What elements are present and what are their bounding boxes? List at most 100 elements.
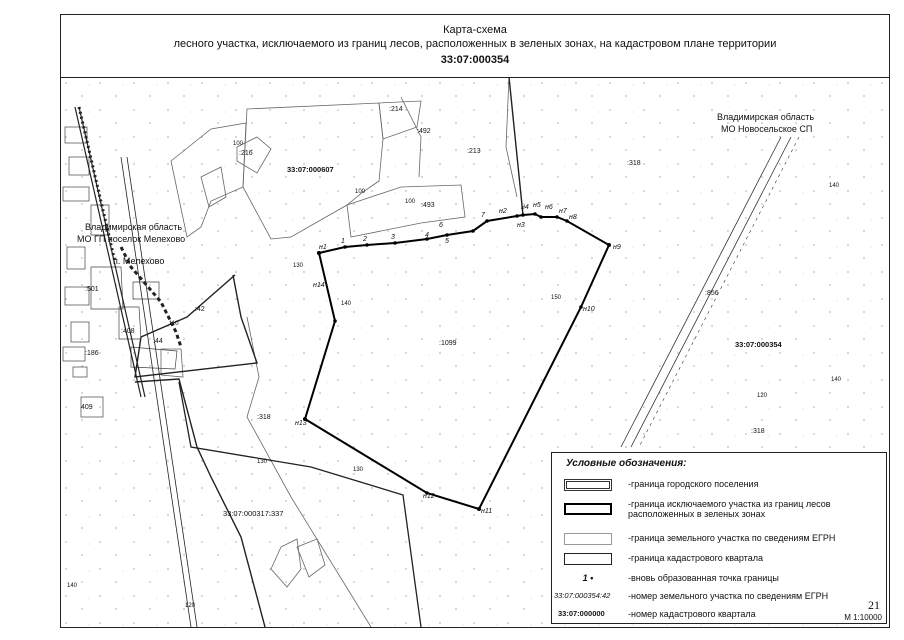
parcel-label: :318 — [627, 160, 641, 167]
quarter-label: 33:07:000607 — [287, 165, 334, 174]
point-label: н14 — [313, 282, 325, 289]
legend-label: -граница кадастрового квартала — [628, 553, 763, 563]
region-label: Владимирская область — [85, 222, 182, 232]
boundary-points — [303, 212, 611, 511]
region-label: Владимирская область — [717, 112, 814, 122]
point-label: н4 — [521, 204, 529, 211]
point-label: н9 — [613, 244, 621, 251]
forest-number: 100 — [233, 141, 244, 147]
parcel-label: :214 — [389, 106, 403, 113]
parcel-label: 409 — [81, 404, 93, 411]
point-label: н6 — [545, 204, 553, 211]
point-symbol: 1 • — [582, 573, 594, 583]
forest-number: 130 — [353, 467, 364, 473]
point-label: н3 — [517, 222, 525, 229]
forest-number: 120 — [757, 393, 768, 399]
point-label: 3 — [391, 234, 395, 241]
parcel-label: :856 — [705, 290, 719, 297]
forest-number: 100 — [355, 189, 366, 195]
point-label: н1 — [319, 244, 327, 251]
point-label: н5 — [533, 202, 541, 209]
point-label: н13 — [295, 420, 307, 427]
point-label: н7 — [559, 208, 568, 215]
settlement-label: п. Мелехово — [113, 256, 164, 266]
legend: Условные обозначения: -граница городског… — [551, 452, 887, 624]
parcel-label: :42 — [195, 306, 205, 313]
legend-row-city-boundary: -граница городского поселения — [552, 477, 888, 497]
region-label: МО ГП поселок Мелехово — [77, 234, 185, 244]
legend-row-excluded: -граница исключаемого участка из границ … — [552, 497, 888, 527]
point-label: 2 — [362, 236, 367, 243]
parcel-boundary-symbol — [564, 533, 612, 545]
city-boundary-symbol — [564, 479, 612, 491]
legend-row-point: 1 • -вновь образованная точка границы — [552, 571, 888, 591]
page-number: 21 — [868, 598, 880, 612]
quarter-number-symbol: 33:07:000000 — [558, 609, 605, 618]
forest-number: 140 — [341, 301, 352, 307]
excluded-boundary-symbol — [564, 503, 612, 515]
forest-number: 140 — [831, 377, 842, 383]
city-boundary-line — [119, 246, 183, 348]
parcel-labels: :214 :492 :216 :213 :318 :493 :501 :42 :… — [81, 106, 765, 435]
cadastral-map: н1 1 2 3 4 5 6 7 н2 н3 н4 н5 н6 н7 н8 н9… — [61, 77, 889, 627]
point-label: 4 — [425, 232, 429, 239]
point-label: 5 — [445, 238, 449, 245]
quarter-label: 33:07:000317:337 — [223, 509, 283, 518]
point-label: н8 — [569, 214, 577, 221]
quarter-boundary-line — [134, 77, 524, 627]
map-frame: Карта-схема лесного участка, исключаемог… — [60, 14, 890, 628]
parcel-number-symbol: 33:07:000354:42 — [554, 591, 611, 600]
parcel-label: :318 — [751, 428, 765, 435]
legend-label: -граница городского поселения — [628, 479, 759, 489]
forest-number: 140 — [829, 183, 840, 189]
legend-row-parcel-number: 33:07:000354:42 -номер земельного участк… — [552, 589, 888, 609]
quarter-boundary-south — [178, 381, 422, 627]
legend-row-quarter: -граница кадастрового квартала — [552, 551, 888, 571]
legend-heading: Условные обозначения: — [566, 458, 687, 469]
legend-label: -граница земельного участка по сведениям… — [628, 533, 836, 543]
legend-row-quarter-number: 33:07:000000 -номер кадастрового квартал… — [552, 607, 888, 627]
quarter-number-title: 33:07:000354 — [440, 54, 510, 66]
right-railway — [620, 136, 800, 448]
forest-number: 130 — [257, 459, 268, 465]
point-label: 1 — [341, 238, 345, 245]
parcel-label: :44 — [153, 338, 163, 345]
quarter-label: 33:07:000354 — [735, 340, 783, 349]
parcel-label: :501 — [85, 286, 99, 293]
forest-number: 150 — [551, 295, 562, 301]
parcel-label: :1099 — [439, 340, 457, 347]
parcel-label: :216 — [239, 150, 253, 157]
parcel-label: :408 — [121, 328, 135, 335]
region-label: МО Новосельское СП — [721, 124, 812, 134]
parcel-label: :492 — [417, 128, 431, 135]
parcel-label: :318 — [257, 414, 271, 421]
parcel-label: :213 — [467, 148, 481, 155]
legend-label: -вновь образованная точка границы — [628, 573, 779, 583]
map-title: Карта-схема — [443, 24, 507, 36]
legend-label: -номер кадастрового квартала — [628, 609, 756, 619]
parcel-label: :186 — [85, 350, 99, 357]
parcel-boundaries — [160, 77, 518, 627]
point-label: н2 — [499, 208, 507, 215]
forest-number: 120 — [185, 603, 196, 609]
forest-number: 140 — [67, 583, 78, 589]
title-block: Карта-схема лесного участка, исключаемог… — [61, 15, 889, 78]
map-subtitle: лесного участка, исключаемого из границ … — [173, 38, 777, 50]
railway — [74, 106, 198, 627]
legend-row-parcel: -граница земельного участка по сведениям… — [552, 531, 888, 551]
point-label: 7 — [481, 212, 486, 219]
point-label: 6 — [439, 222, 443, 229]
point-label: н10 — [583, 306, 595, 313]
legend-label: -граница исключаемого участка из границ … — [628, 499, 831, 519]
point-labels: н1 1 2 3 4 5 6 7 н2 н3 н4 н5 н6 н7 н8 н9… — [295, 202, 621, 515]
quarter-boundary-symbol — [564, 553, 612, 565]
forest-number: 100 — [405, 199, 416, 205]
parcel-label: :493 — [421, 202, 435, 209]
scale-label: М 1:10000 — [844, 613, 882, 622]
forest-numbers: 100 100 100 140 130 140 150 130 130 120 … — [67, 141, 842, 609]
quarter-labels: 33:07:000607 33:07:000354 33:07:000317:3… — [223, 165, 783, 518]
forest-number: 110 — [169, 321, 179, 327]
legend-label: -номер земельного участка по сведениям Е… — [628, 591, 829, 601]
forest-number: 130 — [293, 263, 304, 269]
point-label: н12 — [423, 493, 435, 500]
